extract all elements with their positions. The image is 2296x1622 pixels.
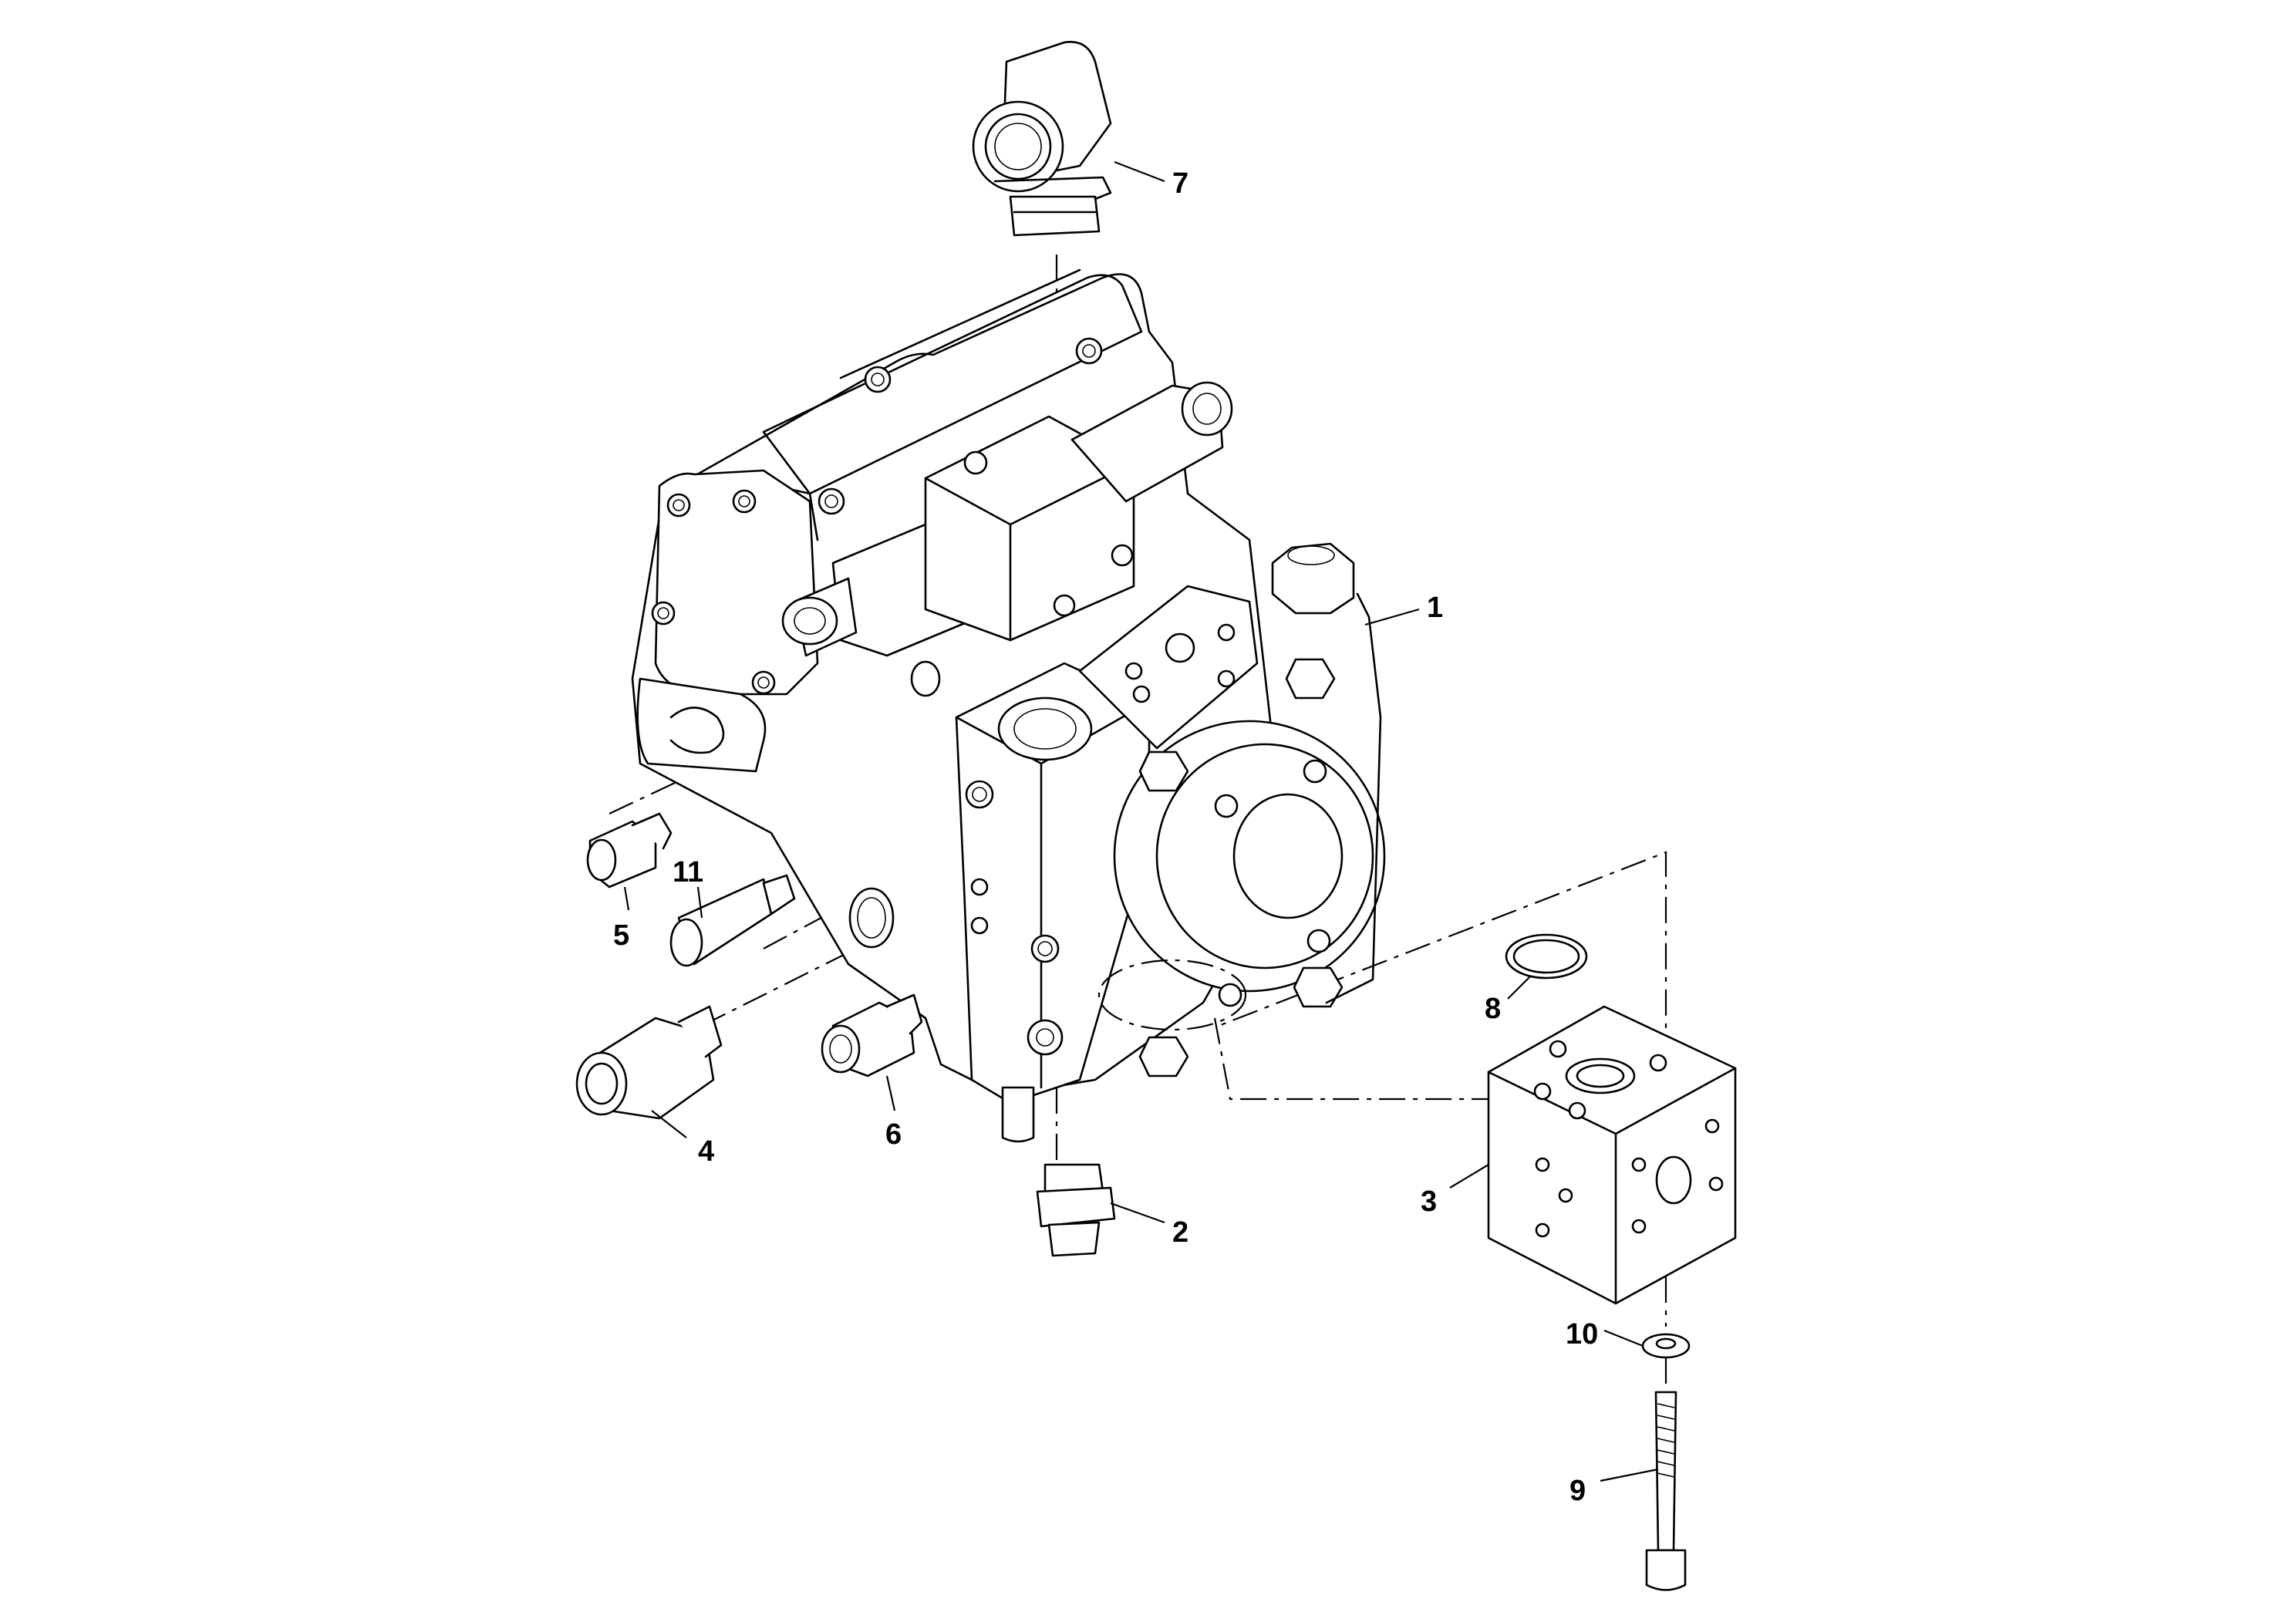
callout-8: 8 xyxy=(1485,993,1501,1025)
valve-block xyxy=(1487,1005,1737,1305)
adapter-fitting-medium xyxy=(821,993,923,1077)
callout-labels: 7 1 11 5 4 6 2 8 3 10 9 xyxy=(613,167,1598,1507)
callout-6: 6 xyxy=(885,1118,902,1151)
hydraulic-pump xyxy=(631,268,1386,1143)
elbow-fitting xyxy=(972,40,1112,237)
callout-2: 2 xyxy=(1172,1216,1188,1249)
callout-1: 1 xyxy=(1427,592,1443,624)
leader-lines xyxy=(623,160,1659,1482)
callout-7: 7 xyxy=(1172,167,1188,200)
washer xyxy=(1641,1333,1691,1359)
callout-11: 11 xyxy=(673,856,703,889)
large-adapter-fitting xyxy=(575,1005,723,1120)
o-ring xyxy=(1505,933,1588,980)
callout-10: 10 xyxy=(1566,1318,1598,1351)
callout-9: 9 xyxy=(1569,1475,1586,1507)
socket-head-bolt xyxy=(1645,1391,1687,1591)
plug xyxy=(669,874,796,967)
callout-4: 4 xyxy=(698,1135,714,1168)
callout-3: 3 xyxy=(1421,1185,1437,1218)
callout-5: 5 xyxy=(613,919,629,952)
adapter-fitting xyxy=(1036,1163,1116,1257)
adapter-fitting-small xyxy=(586,812,673,889)
